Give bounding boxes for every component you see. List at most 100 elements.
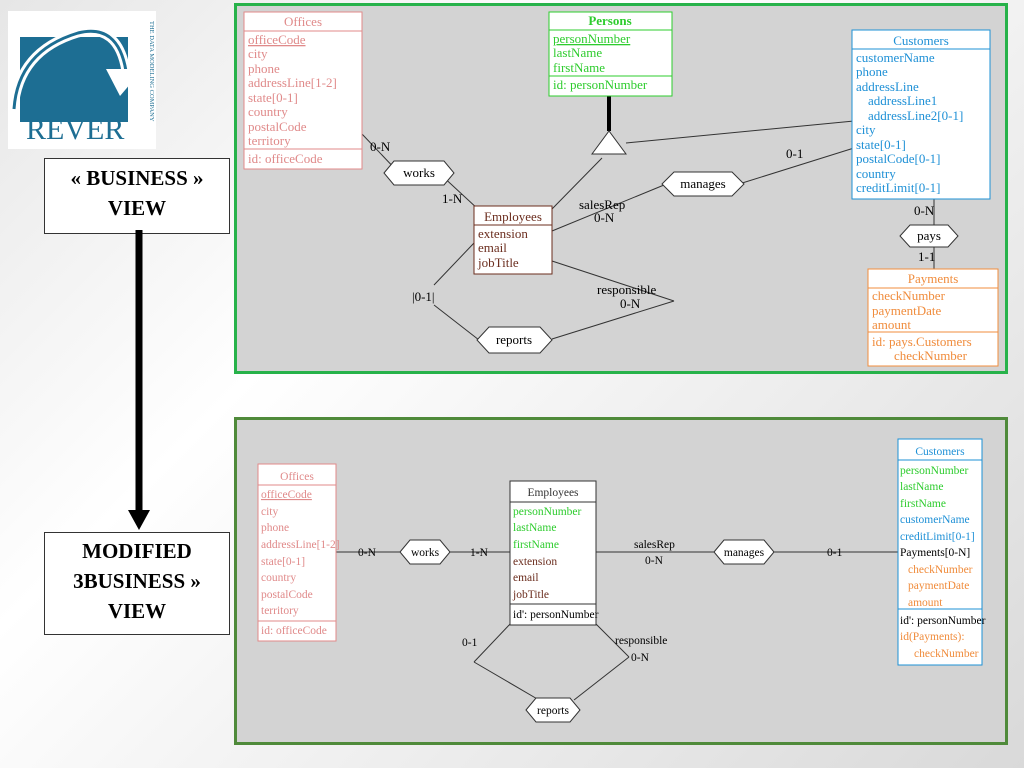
svg-text:Employees: Employees	[527, 487, 579, 499]
panel-border	[234, 417, 1008, 745]
svg-text:state[0-1]: state[0-1]	[261, 556, 305, 568]
svg-text:creditLimit[0-1]: creditLimit[0-1]	[856, 180, 940, 195]
svg-text:phone: phone	[856, 64, 888, 79]
svg-text:responsible: responsible	[597, 282, 656, 297]
svg-text:city: city	[248, 46, 268, 61]
svg-text:extension: extension	[513, 556, 557, 568]
svg-text:email: email	[513, 572, 539, 584]
svg-text:reports: reports	[496, 332, 532, 347]
svg-text:firstName: firstName	[900, 498, 946, 510]
svg-text:firstName: firstName	[513, 539, 559, 551]
svg-text:id: officeCode: id: officeCode	[261, 625, 327, 637]
modified-business-view-diagram: Offices officeCode city phone addressLin…	[234, 417, 1008, 745]
svg-text:personNumber: personNumber	[513, 506, 582, 518]
svg-text:1-1: 1-1	[918, 249, 935, 264]
svg-text:Customers: Customers	[915, 446, 965, 458]
svg-text:0-1: 0-1	[462, 637, 478, 649]
svg-text:0-1: 0-1	[786, 146, 803, 161]
svg-text:customerName: customerName	[900, 514, 970, 526]
svg-text:pays: pays	[917, 228, 941, 243]
svg-text:id': personNumber: id': personNumber	[513, 609, 599, 621]
svg-text:1-N: 1-N	[470, 547, 489, 559]
svg-text:amount: amount	[872, 317, 911, 332]
logo-tagline: THE DATA MODELING COMPANY	[148, 21, 155, 122]
svg-text:extension: extension	[478, 226, 528, 241]
offices-title: Offices	[284, 14, 322, 29]
svg-text:phone: phone	[248, 61, 280, 76]
svg-text:territory: territory	[248, 133, 291, 148]
rel-manages[interactable]: manages	[661, 171, 745, 197]
svg-text:country: country	[248, 104, 288, 119]
rel-pays[interactable]: pays	[899, 224, 959, 248]
rever-logo: REVER THE DATA MODELING COMPANY	[8, 11, 156, 149]
svg-text:firstName: firstName	[553, 60, 605, 75]
svg-text:Employees: Employees	[484, 209, 542, 224]
rel-reports[interactable]: reports	[476, 326, 553, 354]
svg-text:checkNumber: checkNumber	[872, 288, 946, 303]
svg-text:city: city	[261, 506, 278, 518]
entity-persons[interactable]: Persons personNumber lastName firstName …	[548, 11, 673, 97]
svg-text:paymentDate: paymentDate	[872, 303, 942, 318]
svg-text:id: officeCode: id: officeCode	[248, 151, 323, 166]
svg-text:0-N: 0-N	[594, 210, 615, 225]
svg-text:addressLine[1-2]: addressLine[1-2]	[261, 539, 340, 551]
entity-customers[interactable]: Customers customerName phone addressLine…	[851, 29, 991, 200]
svg-text:checkNumber: checkNumber	[914, 648, 979, 660]
entity-offices[interactable]: Offices officeCode city phone addressLin…	[257, 463, 340, 642]
svg-text:id': personNumber: id': personNumber	[900, 615, 986, 627]
svg-text:addressLine1: addressLine1	[868, 93, 937, 108]
entity-customers[interactable]: Customers personNumber lastName firstNam…	[897, 438, 986, 666]
svg-text:state[0-1]: state[0-1]	[248, 90, 298, 105]
svg-text:reports: reports	[537, 705, 569, 717]
modified-view-label: MODIFIED 3BUSINESS » VIEW	[44, 532, 230, 635]
svg-text:checkNumber: checkNumber	[894, 348, 968, 363]
rel-manages[interactable]: manages	[713, 539, 775, 565]
svg-text:officeCode: officeCode	[261, 489, 312, 501]
logo-text: REVER	[26, 113, 124, 146]
svg-text:works: works	[403, 165, 435, 180]
business-view-label: « BUSINESS » VIEW	[44, 158, 230, 234]
svg-text:addressLine: addressLine	[856, 79, 919, 94]
svg-text:jobTitle: jobTitle	[477, 255, 519, 270]
svg-text:lastName: lastName	[900, 481, 943, 493]
svg-text:1-N: 1-N	[442, 191, 463, 206]
svg-text:id(Payments):: id(Payments):	[900, 631, 965, 643]
svg-text:responsible: responsible	[615, 635, 667, 647]
entity-offices[interactable]: Offices officeCode city phone addressLin…	[243, 11, 363, 170]
svg-text:email: email	[478, 240, 507, 255]
svg-text:0-N: 0-N	[358, 547, 377, 559]
svg-text:salesRep: salesRep	[634, 539, 675, 551]
svg-text:lastName: lastName	[553, 45, 602, 60]
isa-triangle	[591, 130, 627, 155]
svg-text:Payments: Payments	[908, 271, 959, 286]
svg-text:0-N: 0-N	[370, 139, 391, 154]
rel-reports[interactable]: reports	[525, 697, 581, 723]
offices-pk: officeCode	[248, 32, 306, 47]
svg-text:lastName: lastName	[513, 522, 556, 534]
rel-works[interactable]: works	[383, 160, 455, 186]
svg-text:manages: manages	[724, 547, 765, 559]
svg-text:manages: manages	[680, 176, 725, 191]
svg-text:personNumber: personNumber	[900, 465, 969, 477]
svg-text:postalCode[0-1]: postalCode[0-1]	[856, 151, 940, 166]
svg-text:country: country	[856, 166, 896, 181]
svg-text:Persons: Persons	[588, 13, 631, 28]
svg-text:creditLimit[0-1]: creditLimit[0-1]	[900, 531, 975, 543]
svg-text:salesRep: salesRep	[579, 197, 625, 212]
entity-employees[interactable]: Employees personNumber lastName firstNam…	[509, 480, 599, 626]
svg-text:0-N: 0-N	[631, 652, 650, 664]
svg-text:id: personNumber: id: personNumber	[553, 77, 648, 92]
svg-text:city: city	[856, 122, 876, 137]
svg-text:0-1: 0-1	[827, 547, 843, 559]
svg-text:amount: amount	[908, 597, 943, 609]
rel-works[interactable]: works	[399, 539, 451, 565]
entity-employees[interactable]: Employees extension email jobTitle	[473, 205, 553, 275]
svg-text:postalCode: postalCode	[261, 589, 313, 601]
svg-text:country: country	[261, 572, 296, 584]
svg-text:0-N: 0-N	[914, 203, 935, 218]
svg-text:Offices: Offices	[280, 471, 314, 483]
down-arrow-icon	[128, 230, 150, 530]
entity-payments[interactable]: Payments checkNumber paymentDate amount …	[867, 268, 999, 367]
svg-text:addressLine[1-2]: addressLine[1-2]	[248, 75, 337, 90]
business-view-diagram: Offices officeCode city phone addressLin…	[234, 3, 1008, 374]
